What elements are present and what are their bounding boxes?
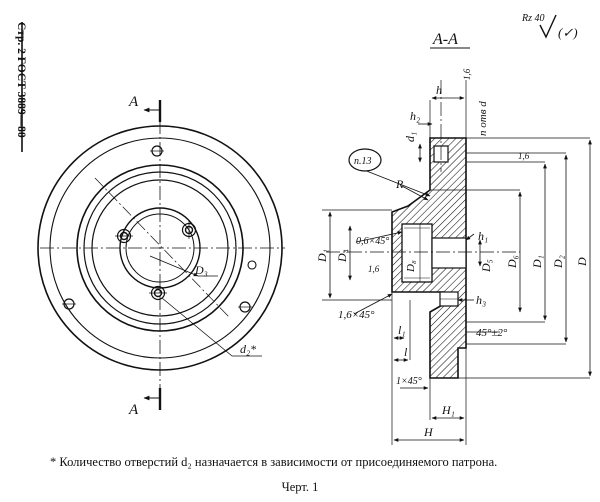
extension-lines (322, 80, 590, 445)
svg-text:D: D (575, 257, 589, 267)
svg-text:1,6: 1,6 (368, 264, 380, 274)
figure-caption: Черт. 1 (281, 480, 319, 494)
section-title: А-А (432, 31, 458, 48)
svg-text:h₁: h₁ (478, 229, 488, 243)
svg-text:п.13: п.13 (354, 156, 372, 167)
svg-text:1,6: 1,6 (462, 68, 472, 80)
svg-text:H: H (423, 425, 434, 439)
label-d3: D₃ (194, 263, 208, 277)
svg-text:l₁: l₁ (398, 323, 406, 337)
outer-hole (62, 298, 76, 310)
dimension-lines (328, 96, 592, 442)
dimension-labels: h h₂ n отв d 1,6 d₁ 1,6 D₁ D₄ 0,6×45° 1,… (315, 68, 589, 439)
footnote: * Количество отверстий d₂ назначается в … (50, 455, 498, 469)
outer-hole (247, 260, 257, 270)
threaded-hole (181, 221, 197, 239)
svg-text:D₁: D₁ (530, 255, 544, 269)
svg-text:H₁: H₁ (441, 403, 455, 417)
svg-text:1,6×45°: 1,6×45° (338, 309, 375, 321)
svg-text:(✓): (✓) (558, 25, 578, 40)
threaded-hole (115, 228, 133, 244)
svg-text:D₈: D₈ (405, 260, 417, 273)
section-body (391, 137, 467, 379)
svg-text:Стр. 2 ГОСТ 3889—80: Стр. 2 ГОСТ 3889—80 (15, 22, 27, 138)
svg-text:D₆: D₆ (505, 255, 519, 269)
label-d2: d₂* (240, 342, 256, 356)
plan-view (37, 100, 285, 410)
outer-hole (238, 301, 252, 313)
svg-text:d₁: d₁ (403, 132, 417, 142)
svg-text:h₃: h₃ (476, 293, 486, 307)
svg-text:h₂: h₂ (410, 109, 420, 123)
svg-text:45°±2°: 45°±2° (476, 327, 508, 339)
svg-text:D₂: D₂ (551, 255, 565, 269)
svg-text:D₅: D₅ (479, 259, 493, 273)
svg-text:l: l (404, 345, 408, 359)
threaded-hole (149, 285, 167, 301)
roughness-symbol: Rz 40 (✓) (521, 13, 578, 40)
outer-hole (150, 145, 164, 157)
svg-text:Rz 40: Rz 40 (521, 13, 545, 24)
svg-text:D₄: D₄ (335, 249, 349, 263)
section-axis-lines (326, 80, 520, 253)
svg-text:1,6: 1,6 (518, 151, 530, 161)
svg-text:1×45°: 1×45° (396, 376, 422, 387)
svg-text:h: h (436, 83, 442, 97)
svg-text:0,6×45°: 0,6×45° (356, 236, 389, 247)
page-reference: Стр. 2 ГОСТ 3889—80 (15, 22, 27, 152)
cut-mark-top: А (128, 94, 139, 110)
cut-mark-bottom: А (128, 402, 139, 418)
svg-text:D₁: D₁ (315, 249, 329, 263)
svg-text:n отв d: n отв d (477, 101, 489, 136)
label-radius: R (395, 177, 404, 191)
callout-item: п.13 (348, 148, 382, 172)
